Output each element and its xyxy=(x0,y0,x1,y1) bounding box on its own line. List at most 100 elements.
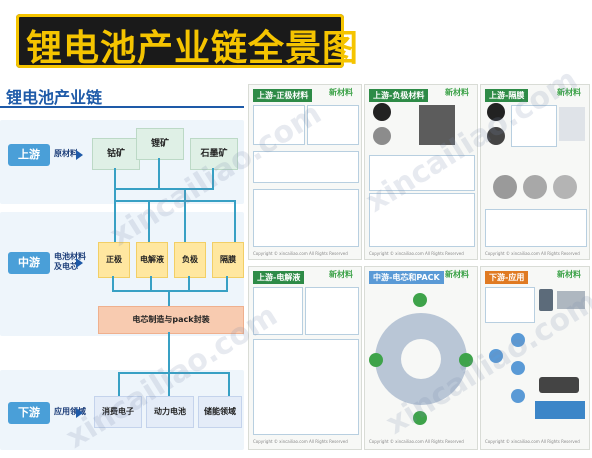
flow-line xyxy=(212,168,214,188)
material-sample-icon xyxy=(419,105,455,145)
midstream-item-separator: 隔膜 xyxy=(212,242,244,278)
panel-electrolyte: 上游-电解液 新材料 Copyright © xincailiao.com Al… xyxy=(248,266,362,450)
upstream-item-graphite: 石墨矿 xyxy=(190,138,238,170)
material-sample-icon xyxy=(487,127,505,145)
node-icon xyxy=(459,353,473,367)
panel-title: 上游-电解液 xyxy=(253,271,305,284)
panel-thumbnail xyxy=(253,151,359,183)
stage-label-midstream: 中游 xyxy=(8,252,50,274)
cycle-ring-center xyxy=(401,339,441,379)
arrow-icon xyxy=(76,408,83,418)
pack-assembly-box: 电芯制造与pack封装 xyxy=(98,306,244,334)
flow-line xyxy=(168,290,170,306)
section-title: 锂电池产业链 xyxy=(6,88,103,107)
panel-thumbnail xyxy=(485,209,587,247)
flow-line xyxy=(118,372,230,374)
flow-line xyxy=(118,372,120,396)
midstream-item-electrolyte: 电解液 xyxy=(136,242,168,278)
midstream-item-anode: 负极 xyxy=(174,242,206,278)
downstream-item-consumer-electronics: 消费电子 xyxy=(94,396,142,428)
solar-panel-icon xyxy=(535,401,585,419)
flow-line xyxy=(234,200,236,242)
stage-label-downstream: 下游 xyxy=(8,402,50,424)
title-banner xyxy=(16,14,344,68)
material-sample-icon xyxy=(493,175,517,199)
panel-title: 上游-隔膜 xyxy=(485,89,529,102)
node-icon xyxy=(413,411,427,425)
material-sample-icon xyxy=(523,175,547,199)
panel-thumbnail xyxy=(485,287,535,323)
panel-title: 上游-负极材料 xyxy=(369,89,429,102)
stage-note-midstream: 电池材料及电芯 xyxy=(54,252,86,271)
panel-thumbnail xyxy=(253,287,303,335)
panel-thumbnail xyxy=(305,287,359,335)
panel-cathode: 上游-正极材料 新材料 Copyright © xincailiao.com A… xyxy=(248,84,362,260)
panel-thumbnail xyxy=(253,105,305,145)
panel-logo: 新材料 xyxy=(445,270,469,279)
flow-line xyxy=(114,168,116,242)
material-sample-icon xyxy=(373,127,391,145)
panel-title: 上游-正极材料 xyxy=(253,89,313,102)
panel-anode: 上游-负极材料 新材料 Copyright © xincailiao.com A… xyxy=(364,84,478,260)
panel-thumbnail xyxy=(253,339,359,435)
material-sample-icon xyxy=(559,107,585,141)
flow-line xyxy=(184,188,186,242)
panel-copyright: Copyright © xincailiao.com All Rights Re… xyxy=(369,251,464,256)
panel-copyright: Copyright © xincailiao.com All Rights Re… xyxy=(253,439,348,444)
panel-logo: 新材料 xyxy=(445,88,469,97)
laptop-icon xyxy=(557,291,585,309)
panel-copyright: Copyright © xincailiao.com All Rights Re… xyxy=(369,439,464,444)
panel-logo: 新材料 xyxy=(329,270,353,279)
flow-line xyxy=(112,276,114,290)
panel-separator: 上游-隔膜 新材料 Copyright © xincailiao.com All… xyxy=(480,84,590,260)
panel-logo: 新材料 xyxy=(329,88,353,97)
panel-applications: 下游-应用 新材料 Copyright © xincailiao.com All… xyxy=(480,266,590,450)
flow-line xyxy=(158,158,160,188)
panel-logo: 新材料 xyxy=(557,270,581,279)
stage-label-upstream: 上游 xyxy=(8,144,50,166)
flow-line xyxy=(168,332,170,372)
arrow-icon xyxy=(76,258,83,268)
midstream-item-cathode: 正极 xyxy=(98,242,130,278)
panel-title: 下游-应用 xyxy=(485,271,529,284)
node-icon xyxy=(489,349,503,363)
flow-line xyxy=(114,188,214,190)
page-title: 锂电池产业链全景图 xyxy=(26,28,360,69)
stage-note-downstream: 应用领域 xyxy=(54,407,86,416)
phone-icon xyxy=(539,289,553,311)
flow-line xyxy=(112,290,228,292)
arrow-icon xyxy=(76,150,83,160)
vehicle-icon xyxy=(539,377,579,393)
material-sample-icon xyxy=(373,103,391,121)
flow-line xyxy=(150,276,152,290)
upstream-item-cobalt: 钴矿 xyxy=(92,138,140,170)
node-icon xyxy=(511,361,525,375)
panel-logo: 新材料 xyxy=(557,88,581,97)
flow-line xyxy=(226,276,228,290)
downstream-item-power-battery: 动力电池 xyxy=(146,396,194,428)
flow-line xyxy=(148,200,150,242)
downstream-item-energy-storage: 储能领域 xyxy=(198,396,242,428)
panel-thumbnail xyxy=(253,189,359,247)
section-divider xyxy=(0,106,244,108)
upstream-item-lithium: 锂矿 xyxy=(136,128,184,160)
material-sample-icon xyxy=(553,175,577,199)
panel-title: 中游-电芯和PACK xyxy=(369,271,444,284)
stage-note-upstream: 原材料 xyxy=(54,149,78,158)
node-icon xyxy=(511,333,525,347)
panel-copyright: Copyright © xincailiao.com All Rights Re… xyxy=(253,251,348,256)
node-icon xyxy=(369,353,383,367)
panel-thumbnail xyxy=(511,105,557,147)
panel-copyright: Copyright © xincailiao.com All Rights Re… xyxy=(485,251,580,256)
panel-copyright: Copyright © xincailiao.com All Rights Re… xyxy=(485,439,580,444)
flow-line xyxy=(228,372,230,396)
flow-line xyxy=(114,200,236,202)
panel-thumbnail xyxy=(369,193,475,247)
material-sample-icon xyxy=(487,103,505,121)
panel-thumbnail xyxy=(307,105,359,145)
panel-thumbnail xyxy=(369,155,475,191)
flow-line xyxy=(188,276,190,290)
node-icon xyxy=(511,389,525,403)
node-icon xyxy=(413,293,427,307)
panel-cell-pack: 中游-电芯和PACK 新材料 Copyright © xincailiao.co… xyxy=(364,266,478,450)
